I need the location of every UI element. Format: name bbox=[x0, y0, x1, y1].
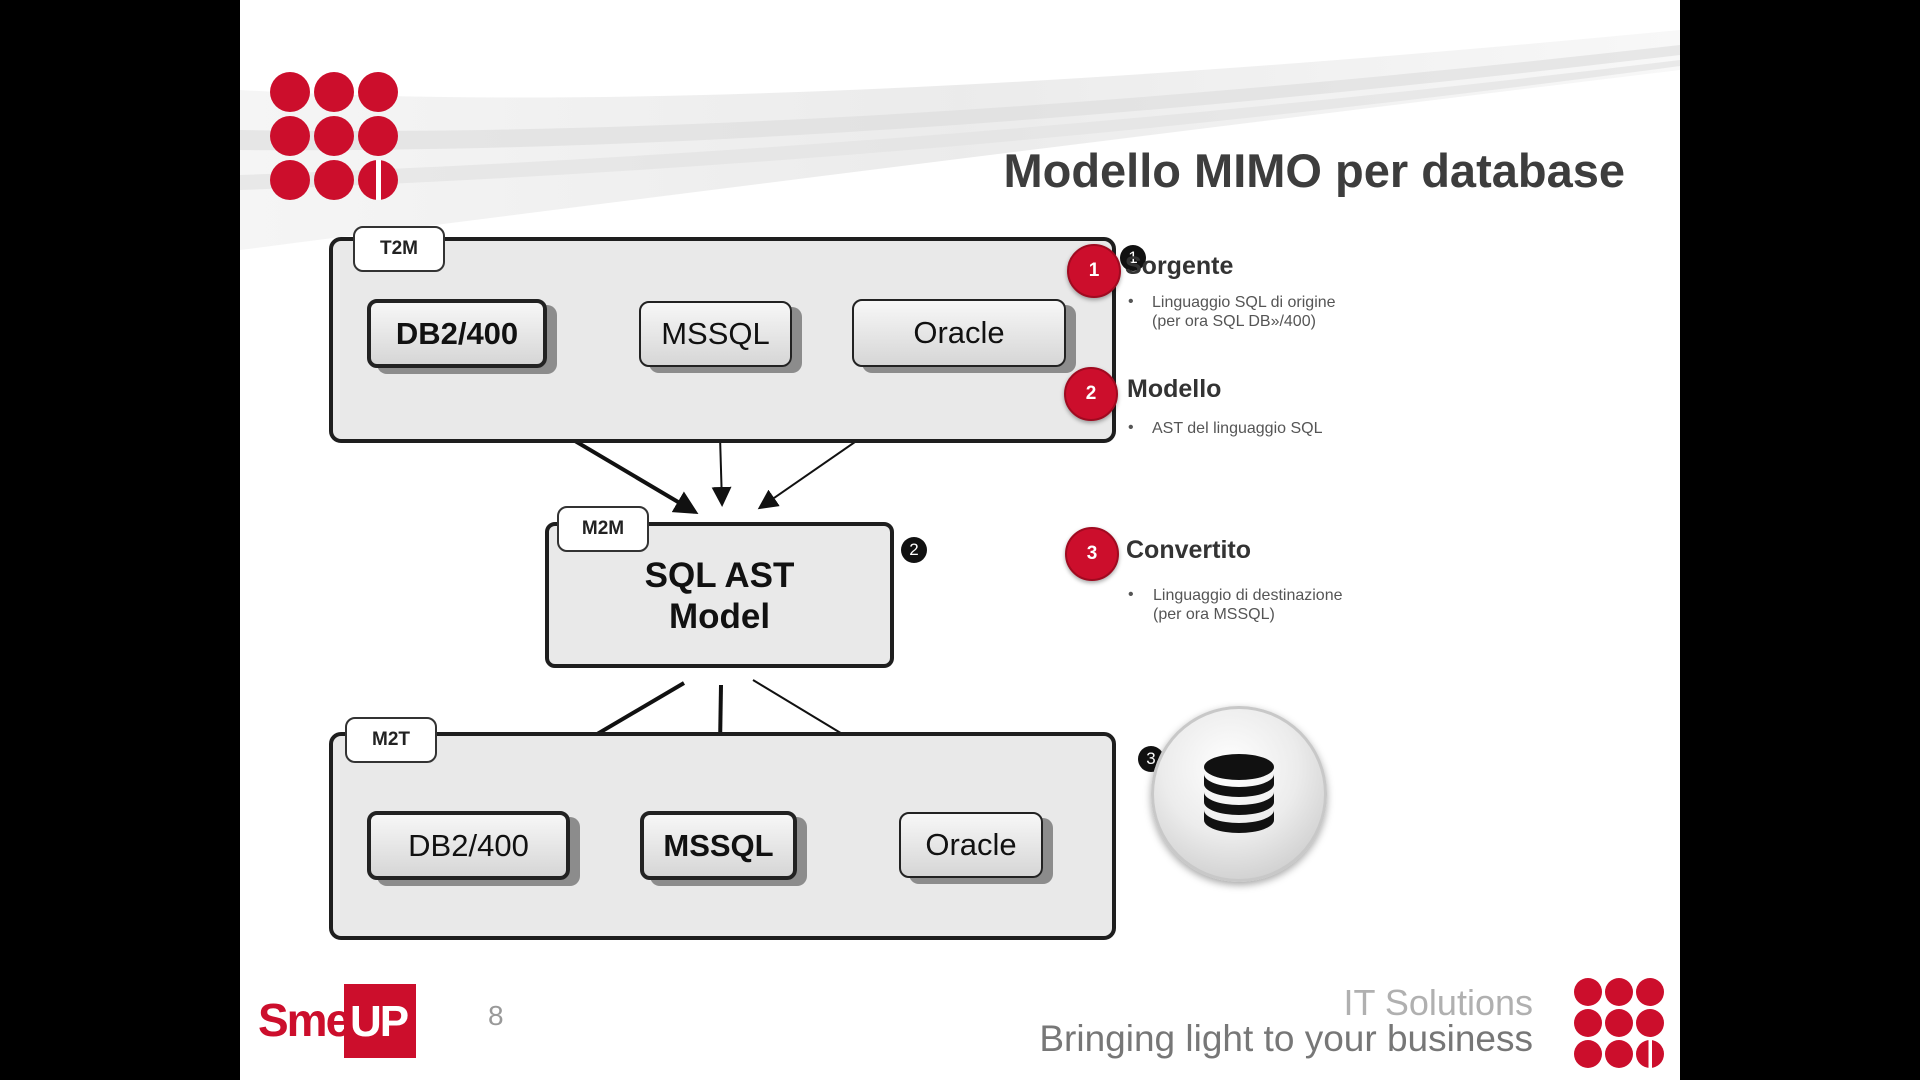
legend-text-2: AST del linguaggio SQL bbox=[1152, 419, 1322, 438]
legend-bullet-3: • bbox=[1128, 586, 1134, 603]
legend-bullet-1: • bbox=[1128, 293, 1134, 310]
svg-text:UP: UP bbox=[350, 997, 408, 1046]
model-group-tag: M2M bbox=[557, 506, 649, 552]
brand-logo-dots bbox=[270, 72, 400, 202]
legend-number-1: 1 bbox=[1067, 244, 1121, 298]
target-node-oracle: Oracle bbox=[899, 812, 1043, 878]
ast-model-title-line2: Model bbox=[668, 597, 771, 636]
source-node-db2: DB2/400 bbox=[367, 299, 547, 368]
brand-logo: Sme. UP bbox=[258, 984, 416, 1058]
source-node-oracle: Oracle bbox=[852, 299, 1066, 367]
model-group-number: 2 bbox=[901, 537, 927, 563]
legend-bullet-2: • bbox=[1128, 419, 1134, 436]
legend-text-1-line1: Linguaggio SQL di origine bbox=[1152, 294, 1336, 311]
legend-text-2-line1: AST del linguaggio SQL bbox=[1152, 420, 1323, 437]
legend-number-3: 3 bbox=[1065, 527, 1119, 581]
target-node-mssql: MSSQL bbox=[640, 811, 797, 880]
target-node-db2: DB2/400 bbox=[367, 811, 570, 880]
database-icon bbox=[1151, 706, 1327, 882]
target-group-tag: M2T bbox=[345, 717, 437, 763]
legend-heading-3: Convertito bbox=[1126, 536, 1251, 564]
legend-text-3-line2: (per ora MSSQL) bbox=[1153, 606, 1275, 623]
legend-heading-2: Modello bbox=[1127, 375, 1222, 403]
footer-tagline-1: IT Solutions bbox=[1343, 982, 1533, 1023]
footer-logo-dots bbox=[1574, 978, 1666, 1070]
source-node-mssql: MSSQL bbox=[639, 301, 792, 367]
legend-text-3: Linguaggio di destinazione (per ora MSSQ… bbox=[1153, 586, 1342, 624]
footer-tagline-2: Bringing light to your business bbox=[1039, 1018, 1533, 1059]
source-group-tag: T2M bbox=[353, 226, 445, 272]
page-title: Modello MIMO per database bbox=[1003, 144, 1625, 197]
legend-text-1: Linguaggio SQL di origine (per ora SQL D… bbox=[1152, 293, 1336, 331]
source-group-number: 1 bbox=[1120, 245, 1146, 271]
legend-number-2: 2 bbox=[1064, 367, 1118, 421]
page-number: 8 bbox=[488, 1000, 504, 1031]
slide: Modello MIMO per database T2M 1 DB2/400 … bbox=[240, 0, 1680, 1080]
legend-text-1-line2: (per ora SQL DB»/400) bbox=[1152, 313, 1316, 330]
legend-text-3-line1: Linguaggio di destinazione bbox=[1153, 587, 1343, 604]
ast-model-title-line1: SQL AST bbox=[644, 556, 795, 595]
legend-heading-1: Sorgente bbox=[1125, 252, 1234, 280]
